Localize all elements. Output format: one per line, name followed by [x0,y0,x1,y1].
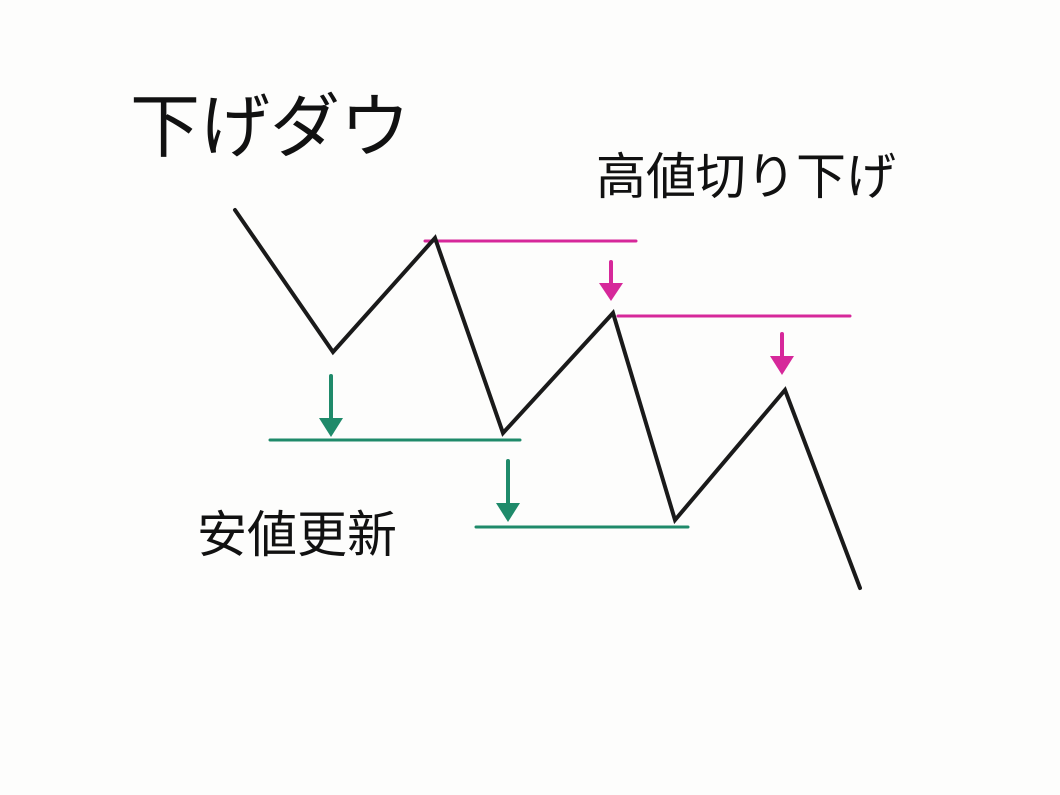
lower-high-arrow-2 [770,332,794,375]
lower-low-label: 安値更新 [197,506,397,564]
lower-high-label: 高値切り下げ [596,148,896,206]
lower-low-arrow-2 [496,459,520,522]
price-zigzag-line [233,208,862,590]
diagram-title: 下げダウ [130,86,410,168]
lower-high-arrow-1 [599,260,623,301]
lower-low-arrow-1 [319,374,343,437]
